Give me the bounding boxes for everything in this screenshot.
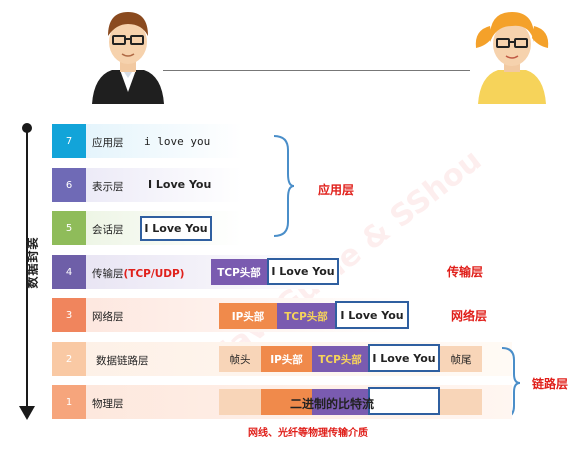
male-person-icon xyxy=(92,12,164,104)
layer-7-name: 应用层 xyxy=(92,137,124,149)
axis-label: 数据封装 xyxy=(25,236,40,289)
transmission-medium-label: 网线、光纤等物理传输介质 xyxy=(248,428,368,439)
layer-6-payload: I Love You xyxy=(148,178,212,191)
layer-7-payload: i love you xyxy=(144,135,211,148)
app-layer-group-label: 应用层 xyxy=(318,183,355,197)
layer-1-bitstream-label: 二进制的比特流 xyxy=(289,397,374,411)
layer-1-frame-head-segment xyxy=(219,389,261,415)
layer-2-tcp-header: TCP头部 xyxy=(312,346,368,372)
connection-line xyxy=(163,70,470,71)
layer-4-number: 4 xyxy=(52,255,86,289)
layer-4-payload: I Love You xyxy=(267,258,339,285)
axis-arrow-icon xyxy=(19,406,35,420)
axis-line xyxy=(26,128,28,410)
layer-2-payload: I Love You xyxy=(368,344,440,372)
link-layer-brace xyxy=(501,347,520,419)
layer-2-frame-head: 帧头 xyxy=(219,346,261,372)
layer-3-number: 3 xyxy=(52,298,86,332)
app-layer-brace xyxy=(273,135,294,237)
layer-1-name: 物理层 xyxy=(92,398,124,410)
layer-3-payload: I Love You xyxy=(335,301,409,329)
layer-1-tcp-segment xyxy=(312,389,368,415)
layer-5-number: 5 xyxy=(52,211,86,245)
layer-6-number: 6 xyxy=(52,168,86,202)
network-layer-group-label: 网络层 xyxy=(451,309,488,323)
layer-2-number: 2 xyxy=(52,342,86,376)
layer-4-name-text: 传输层 xyxy=(92,268,124,280)
layer-4-name: 传输层(TCP/UDP) xyxy=(92,266,184,281)
female-person-icon xyxy=(475,12,549,104)
link-layer-group-label: 链路层 xyxy=(532,377,569,391)
layer-5-name: 会话层 xyxy=(92,224,124,236)
transport-layer-group-label: 传输层 xyxy=(447,265,484,279)
layer-1-ip-segment xyxy=(261,389,312,415)
layer-3-ip-header: IP头部 xyxy=(219,303,277,329)
layer-7-number: 7 xyxy=(52,124,86,158)
layer-6-name: 表示层 xyxy=(92,181,124,193)
layer-1-frame-tail-segment xyxy=(440,389,482,415)
layer-1-number: 1 xyxy=(52,385,86,419)
layer-4-protocols: (TCP/UDP) xyxy=(123,268,185,280)
layer-2-ip-header: IP头部 xyxy=(261,346,312,372)
layer-2-frame-tail: 帧尾 xyxy=(440,346,482,372)
layer-4-tcp-header: TCP头部 xyxy=(211,259,267,285)
layer-3-name: 网络层 xyxy=(92,311,124,323)
layer-5-payload: I Love You xyxy=(140,216,212,241)
layer-2-name: 数据链路层 xyxy=(96,355,149,367)
layer-1-payload-segment xyxy=(368,387,440,415)
layer-3-tcp-header: TCP头部 xyxy=(277,303,335,329)
